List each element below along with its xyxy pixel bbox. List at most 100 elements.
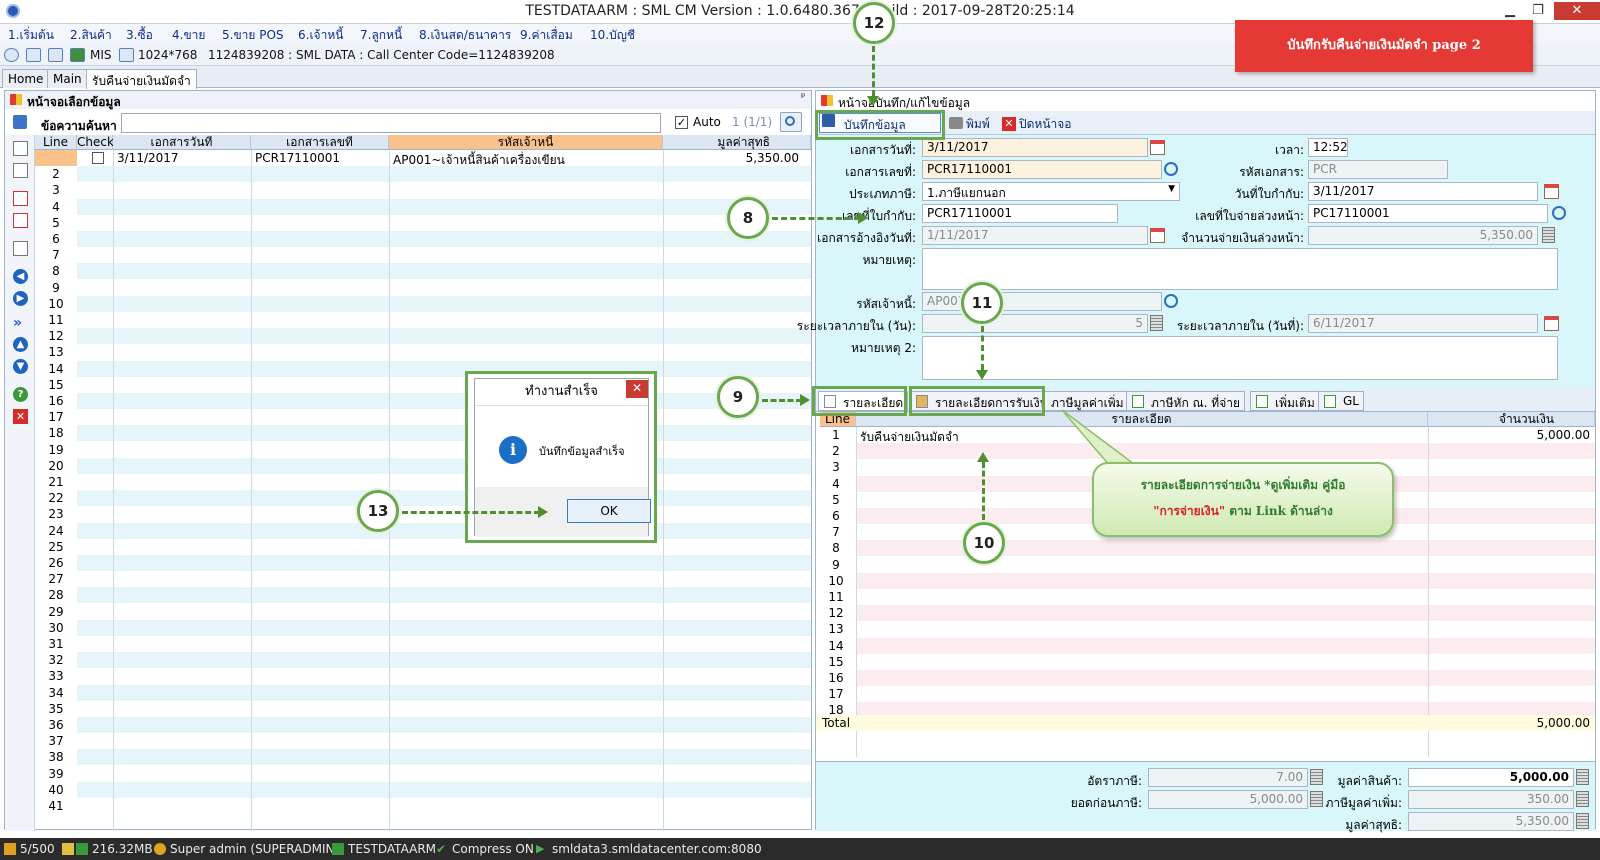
mis-label[interactable]: MIS [90, 48, 112, 62]
adv-no-field[interactable]: PC17110001 [1308, 204, 1548, 223]
calculator-icon[interactable] [1576, 791, 1589, 807]
row-checkbox[interactable] [92, 152, 104, 164]
label-doc-no: เอกสารเลขที่: [845, 165, 916, 179]
tab-main[interactable]: Main [47, 69, 88, 88]
dropdown-icon[interactable] [4, 48, 19, 62]
menu-item-depreciation[interactable]: 9.ค่าเสื่อม [520, 28, 573, 42]
search-icon[interactable] [1552, 206, 1566, 220]
tab-home[interactable]: Home [2, 69, 50, 88]
calculator-icon[interactable] [1150, 315, 1163, 331]
menu-item-creditors[interactable]: 6.เจ้าหนี้ [298, 28, 344, 42]
blank-doc-icon[interactable] [13, 163, 28, 178]
window-icon[interactable] [26, 48, 41, 62]
help-icon[interactable]: ? [13, 387, 28, 402]
menu-item-cash-bank[interactable]: 8.เงินสด/ธนาคาร [419, 28, 512, 42]
ok-button[interactable]: OK [567, 499, 651, 523]
col-doc-no[interactable]: เอกสารเลขที่ [251, 135, 389, 150]
tab-payment-details[interactable]: รายละเอียดการรับเงิน [910, 391, 1053, 411]
col-creditor[interactable]: รหัสเจ้าหนี้ [389, 135, 663, 150]
image-icon[interactable] [119, 48, 134, 62]
credit-days-field[interactable]: 5 [922, 314, 1148, 333]
tab-details[interactable]: รายละเอียด [818, 391, 909, 411]
line-number: 10 [828, 573, 844, 588]
menu-item-accounting[interactable]: 10.บัญชี [590, 28, 636, 42]
arrow-left-icon[interactable]: ◀ [13, 269, 28, 284]
close-form-button[interactable]: ปิดหน้าจอ [1019, 117, 1072, 131]
search-input[interactable] [121, 113, 661, 133]
calendar-icon[interactable] [1544, 184, 1559, 199]
row-stripe [856, 427, 1595, 443]
close-window-button[interactable]: ✕ [1554, 2, 1600, 20]
dialog-close-button[interactable]: ✕ [626, 380, 648, 398]
auto-checkbox[interactable]: ✓ [675, 116, 688, 129]
remark-field[interactable] [922, 248, 1558, 290]
label-credit-days: ระยะเวลาภายใน (วัน): [796, 319, 916, 333]
table-row[interactable]: รับคืนจ่ายเงินมัดจำ 5,000.00 [816, 427, 1595, 444]
menu-item-pos[interactable]: 5.ขาย POS [222, 28, 284, 42]
doc-date-field[interactable]: 3/11/2017 [922, 138, 1148, 157]
search-icon [785, 116, 795, 126]
edit-doc-icon[interactable] [13, 191, 28, 206]
row-stripe [77, 749, 811, 766]
line-number: 8 [52, 264, 60, 279]
col-check[interactable]: Check [77, 135, 114, 150]
calculator-icon[interactable] [1576, 769, 1589, 785]
inv-no-field[interactable]: PCR17110001 [922, 204, 1118, 223]
col-doc-date[interactable]: เอกสารวันที่ [113, 135, 251, 150]
search-icon[interactable] [1164, 162, 1178, 176]
row-stripe [856, 605, 1595, 622]
calendar-icon[interactable] [1150, 140, 1165, 155]
search-icon[interactable] [1164, 294, 1178, 308]
doc-add-icon [1324, 395, 1336, 408]
delete-doc-icon[interactable] [13, 213, 28, 228]
calculator-icon[interactable] [1542, 227, 1555, 243]
calendar-icon[interactable] [1150, 228, 1165, 243]
exit-icon[interactable]: ✕ [13, 409, 28, 424]
search-button[interactable] [780, 112, 802, 132]
tab-more[interactable]: เพิ่มเติม [1250, 391, 1320, 411]
table-row[interactable]: 3/11/2017 PCR17110001 AP001~เจ้าหนี้สินค… [35, 150, 811, 167]
inv-date-field[interactable]: 3/11/2017 [1308, 182, 1538, 201]
creditor-field[interactable]: AP001 [922, 292, 1162, 311]
new-doc-icon[interactable] [13, 141, 28, 156]
arrow-down-icon[interactable]: ▼ [13, 359, 28, 374]
menu-item-start[interactable]: 1.เริ่มต้น [8, 28, 54, 42]
print-button[interactable]: พิมพ์ [966, 117, 990, 131]
panel-icon [10, 94, 22, 105]
pin-icon[interactable]: ᵖ [801, 92, 806, 103]
menu-item-products[interactable]: 2.สินค้า [70, 28, 112, 42]
tab-gl[interactable]: GL [1318, 391, 1364, 411]
list-icon[interactable] [13, 241, 28, 256]
step-marker-12: 12 [853, 2, 895, 44]
tax-rate-field[interactable]: 7.00 [1148, 768, 1308, 787]
credit-date-field[interactable]: 6/11/2017 [1308, 314, 1538, 333]
calculator-icon[interactable] [1310, 769, 1323, 785]
fast-forward-icon[interactable]: » [13, 315, 23, 331]
col-line[interactable]: Line [35, 135, 77, 150]
tab-deposit-refund[interactable]: รับคืนจ่ายเงินมัดจำ [86, 69, 197, 89]
restore-button[interactable]: ❐ [1532, 3, 1544, 18]
menu-item-sales[interactable]: 4.ขาย [172, 28, 206, 42]
left-panel: หน้าจอเลือกข้อมูล ᵖ ข้อความค้นหา ✓ Auto … [4, 90, 812, 831]
arrow-right-icon[interactable]: ▶ [13, 291, 28, 306]
menu-item-debtors[interactable]: 7.ลูกหนี้ [360, 28, 403, 42]
calculator-icon[interactable] [48, 48, 63, 62]
goods-field[interactable]: 5,000.00 [1408, 768, 1574, 787]
menu-item-purchase[interactable]: 3.ซื้อ [126, 28, 153, 42]
chart-icon[interactable] [70, 48, 85, 62]
col-amount[interactable]: จำนวนเงิน [1428, 412, 1595, 427]
time-field[interactable]: 12:52 [1308, 138, 1348, 157]
remark2-field[interactable] [922, 336, 1558, 380]
arrow-up-icon[interactable]: ▲ [13, 337, 28, 352]
calendar-icon[interactable] [1544, 316, 1559, 331]
doc-no-field[interactable]: PCR17110001 [922, 160, 1162, 179]
calculator-icon[interactable] [1310, 791, 1323, 807]
tree-icon[interactable] [13, 115, 27, 129]
minimize-button[interactable]: ▁ [1505, 3, 1515, 18]
row-stripe [77, 781, 811, 798]
tax-type-select[interactable]: 1.ภาษีแยกนอก ▼ [922, 182, 1180, 201]
calculator-icon[interactable] [1576, 813, 1589, 829]
col-net-amount[interactable]: มูลค่าสุทธิ [663, 135, 811, 150]
tab-withholding[interactable]: ภาษีหัก ณ. ที่จ่าย [1126, 391, 1246, 411]
line-number: 23 [48, 507, 64, 522]
